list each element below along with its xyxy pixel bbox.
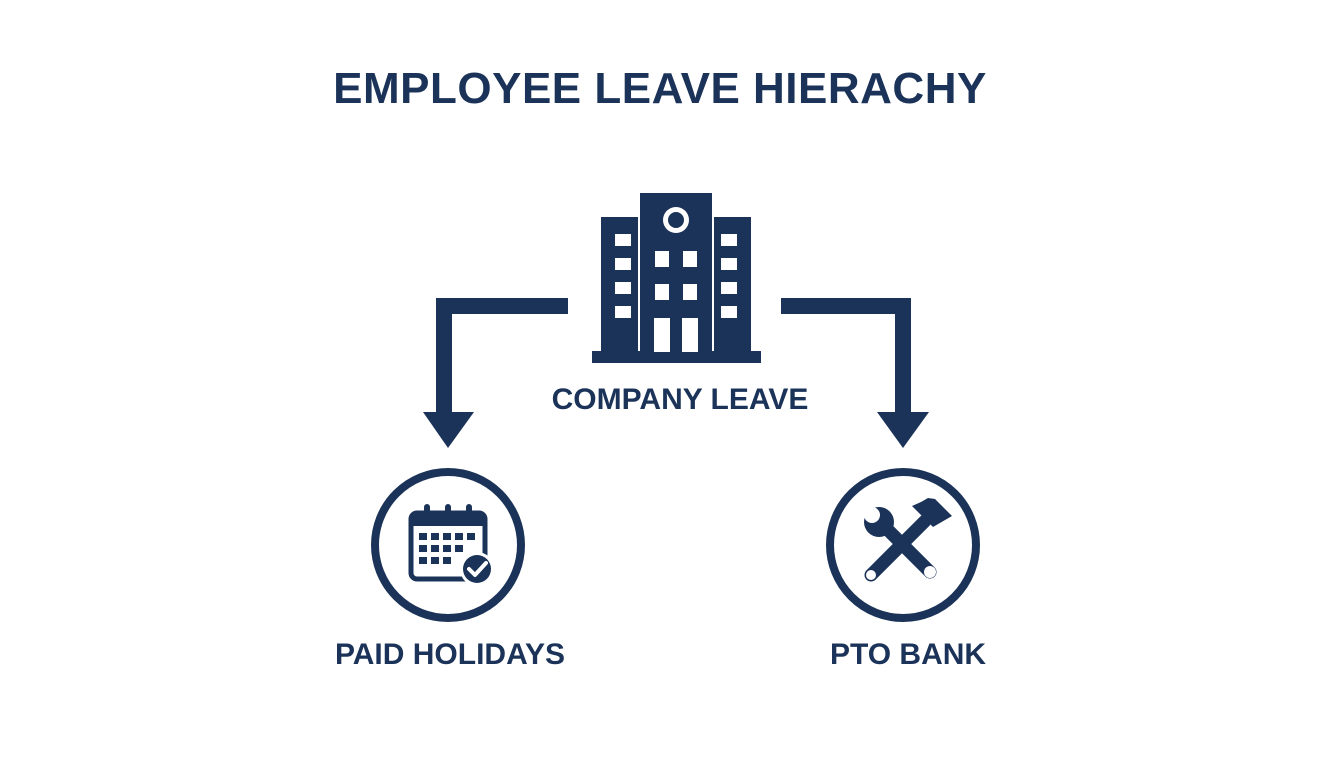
office-building-icon	[592, 193, 761, 363]
connector-arrow-left	[423, 298, 568, 448]
calendar-check-icon	[408, 504, 494, 586]
pto-bank-node	[826, 468, 980, 622]
company-leave-label: COMPANY LEAVE	[551, 383, 809, 416]
diagram-title: EMPLOYEE LEAVE HIERACHY	[333, 64, 987, 113]
pto-bank-label: PTO BANK	[829, 638, 987, 671]
connector-arrow-right	[781, 298, 929, 448]
paid-holidays-label: PAID HOLIDAYS	[334, 638, 566, 671]
paid-holidays-node	[371, 468, 525, 622]
wrench-hammer-icon	[858, 498, 952, 582]
